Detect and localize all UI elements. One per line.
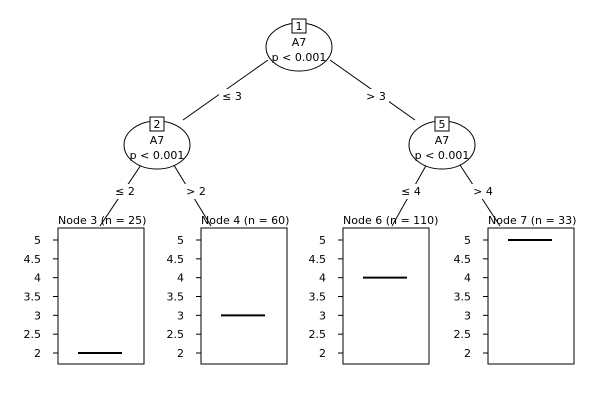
axis-tick-label: 3.5 bbox=[167, 291, 185, 304]
axis-tick-label: 2.5 bbox=[167, 328, 185, 341]
edge-label-5-7: > 4 bbox=[473, 185, 493, 198]
axis-tick-label: 5 bbox=[34, 234, 41, 247]
axis-tick-label: 3 bbox=[319, 309, 326, 322]
axis-tick-label: 4.5 bbox=[167, 253, 185, 266]
axis-tick-label: 5 bbox=[177, 234, 184, 247]
axis-tick-label: 2 bbox=[464, 347, 471, 360]
axis-tick-label: 3 bbox=[464, 309, 471, 322]
node-pvalue: p < 0.001 bbox=[130, 149, 185, 162]
node-variable: A7 bbox=[435, 134, 450, 147]
axis-tick-label: 3 bbox=[34, 309, 41, 322]
axis-tick-label: 3.5 bbox=[309, 291, 327, 304]
axis-tick-label: 2.5 bbox=[454, 328, 472, 341]
axis-tick-label: 4.5 bbox=[454, 253, 472, 266]
edge-label-5-6: ≤ 4 bbox=[401, 185, 421, 198]
axis-tick-label: 3.5 bbox=[24, 291, 42, 304]
node-id: 1 bbox=[296, 20, 303, 33]
inner-node-5: 5 A7 p < 0.001 bbox=[408, 116, 476, 170]
terminal-node: Node 7 (n = 33) 5 4.5 4 3.5 3 2.5 2 bbox=[454, 214, 576, 365]
node-pvalue: p < 0.001 bbox=[415, 149, 470, 162]
terminal-panel bbox=[342, 227, 430, 365]
axis-tick-label: 3 bbox=[177, 309, 184, 322]
node-id-box bbox=[291, 18, 307, 34]
node-id-box bbox=[434, 116, 450, 132]
terminal-node-title: Node 3 (n = 25) bbox=[58, 214, 146, 227]
axis-tick-label: 4 bbox=[464, 272, 471, 285]
axis-tick-label: 4.5 bbox=[309, 253, 327, 266]
axis-tick-label: 2.5 bbox=[24, 328, 42, 341]
axis-tick-label: 2 bbox=[177, 347, 184, 360]
terminal-node-title: Node 6 (n = 110) bbox=[343, 214, 438, 227]
edge-label-1-2: ≤ 3 bbox=[222, 90, 242, 103]
axis-tick-label: 4 bbox=[34, 272, 41, 285]
axis-tick-label: 2.5 bbox=[309, 328, 327, 341]
node-variable: A7 bbox=[150, 134, 165, 147]
terminal-node: Node 4 (n = 60) 5 4.5 4 3.5 3 2.5 2 bbox=[167, 214, 289, 365]
node-pvalue: p < 0.001 bbox=[272, 51, 327, 64]
terminal-panel bbox=[487, 227, 575, 365]
axis-tick-label: 4 bbox=[177, 272, 184, 285]
axis-tick-label: 3.5 bbox=[454, 291, 472, 304]
node-id: 5 bbox=[439, 118, 446, 131]
terminal-panel bbox=[57, 227, 145, 365]
terminal-node: Node 3 (n = 25) 5 4.5 4 3.5 3 2.5 2 bbox=[24, 214, 146, 365]
axis-tick-label: 5 bbox=[464, 234, 471, 247]
axis-tick-label: 5 bbox=[319, 234, 326, 247]
node-id-box bbox=[149, 116, 165, 132]
node-id: 2 bbox=[154, 118, 161, 131]
terminal-node: Node 6 (n = 110) 5 4.5 4 3.5 3 2.5 2 bbox=[309, 214, 438, 365]
axis-tick-label: 2 bbox=[34, 347, 41, 360]
axis-tick-label: 4.5 bbox=[24, 253, 42, 266]
axis-tick-label: 4 bbox=[319, 272, 326, 285]
axis-tick-label: 2 bbox=[319, 347, 326, 360]
terminal-node-title: Node 4 (n = 60) bbox=[201, 214, 289, 227]
inner-node-1: 1 A7 p < 0.001 bbox=[265, 18, 333, 72]
terminal-panel bbox=[200, 227, 288, 365]
edge-label-2-3: ≤ 2 bbox=[115, 185, 135, 198]
edge-label-1-5: > 3 bbox=[366, 90, 386, 103]
inner-node-2: 2 A7 p < 0.001 bbox=[123, 116, 191, 170]
edge-labels: ≤ 3 > 3 ≤ 2 > 2 ≤ 4 > 4 bbox=[112, 89, 496, 199]
terminal-node-title: Node 7 (n = 33) bbox=[488, 214, 576, 227]
edge-label-2-4: > 2 bbox=[186, 185, 206, 198]
node-variable: A7 bbox=[292, 36, 307, 49]
